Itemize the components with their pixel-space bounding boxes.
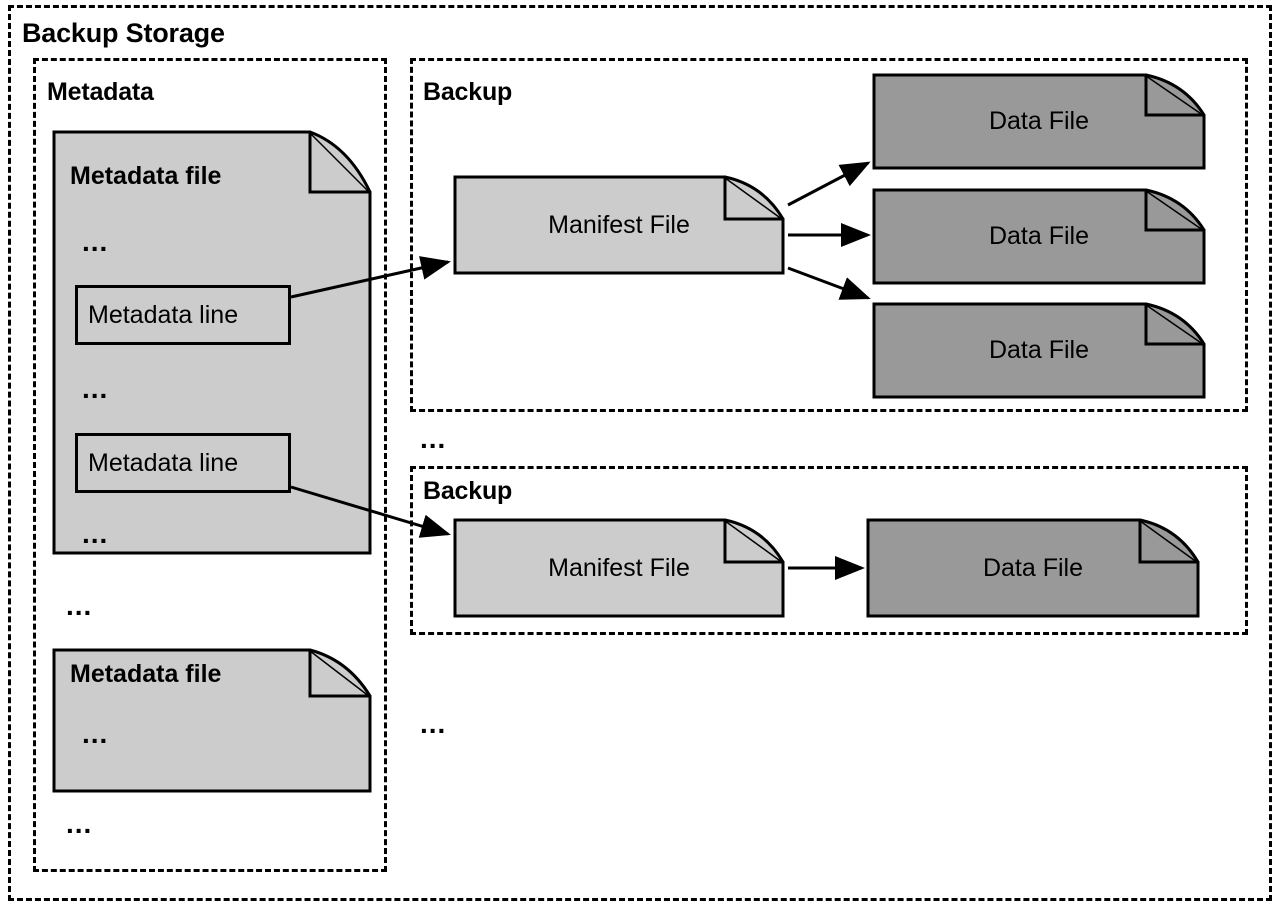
metadata-line-2-label: Metadata line xyxy=(88,448,239,477)
data-file-1-1: Data File xyxy=(872,73,1206,170)
metadata-file-2-ellipsis-inner: ... xyxy=(82,718,109,749)
metadata-file-1-ellipsis-middle: ... xyxy=(82,373,109,404)
metadata-file-2-shape xyxy=(52,648,372,793)
manifest-file-2: Manifest File xyxy=(453,518,785,618)
metadata-file-2: Metadata file ... xyxy=(52,648,372,793)
data-file-1-3-shape xyxy=(872,302,1206,399)
backup-panel-1 xyxy=(410,58,1248,412)
backup-storage-title: Backup Storage xyxy=(22,18,225,48)
backup-panel-2-title: Backup xyxy=(423,477,513,505)
metadata-panel xyxy=(33,58,387,872)
data-file-2-1: Data File xyxy=(866,518,1200,618)
data-file-1-2: Data File xyxy=(872,188,1206,285)
manifest-file-1-shape xyxy=(453,175,785,275)
metadata-panel-title: Metadata xyxy=(47,78,154,106)
data-file-1-1-shape xyxy=(872,73,1206,170)
manifest-file-1: Manifest File xyxy=(453,175,785,275)
data-file-1-3: Data File xyxy=(872,302,1206,399)
backup-panel-2 xyxy=(410,466,1248,635)
manifest-file-2-shape xyxy=(453,518,785,618)
backup-ellipsis-after: ... xyxy=(420,708,447,739)
metadata-line-1-label: Metadata line xyxy=(88,300,239,329)
data-file-1-2-shape xyxy=(872,188,1206,285)
metadata-file-1-ellipsis-bottom: ... xyxy=(82,518,109,549)
backup-ellipsis-between: ... xyxy=(420,423,447,454)
backup-panel-1-title: Backup xyxy=(423,78,513,106)
data-file-2-1-shape xyxy=(866,518,1200,618)
metadata-file-1-ellipsis-top: ... xyxy=(82,226,109,257)
backup-storage-container xyxy=(8,5,1272,901)
metadata-line-2[interactable]: Metadata line xyxy=(75,433,291,493)
metadata-ellipsis-after-files: ... xyxy=(66,808,93,839)
metadata-line-1[interactable]: Metadata line xyxy=(75,285,291,345)
metadata-ellipsis-between-files: ... xyxy=(66,590,93,621)
